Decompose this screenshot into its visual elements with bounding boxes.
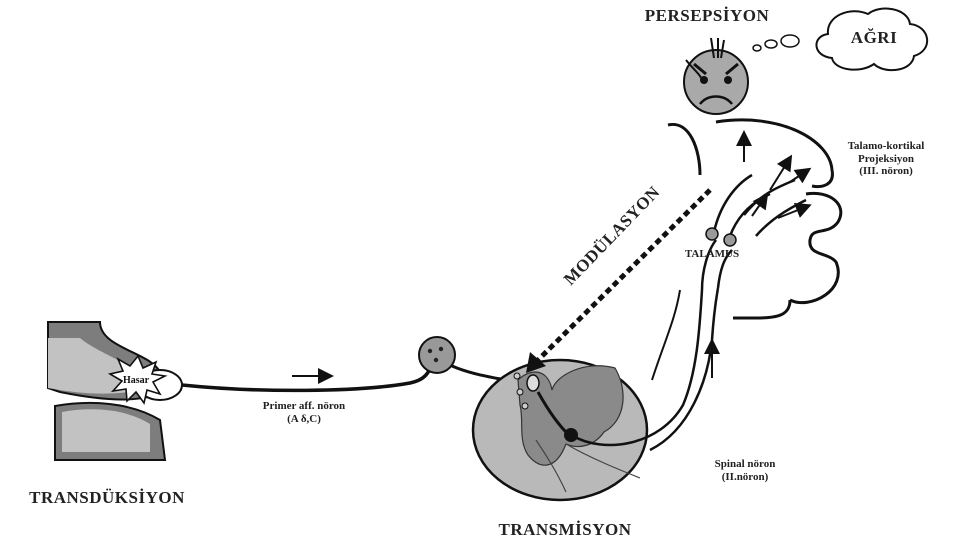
thalamus-nucleus	[706, 228, 718, 240]
thalamocortical-line-3: (III. nöron)	[822, 165, 950, 178]
cortex-arrow	[790, 170, 808, 182]
spinal-cord-section	[473, 360, 647, 500]
cord-outline-right	[652, 290, 680, 380]
thalamus-label: TALAMUS	[660, 248, 764, 261]
pain-label: AĞRI	[836, 28, 912, 48]
angry-face-icon	[684, 38, 748, 114]
dorsal-root-ganglion	[419, 337, 455, 373]
damage-label: Hasar	[123, 375, 150, 386]
spinothalamic-tract-outer	[650, 288, 718, 450]
primary-neuron-line-2: (A δ,C)	[222, 413, 386, 426]
spinal-neuron-line-1: Spinal nöron	[690, 458, 800, 471]
thalamocortical-line-1: Talamo-kortikal	[822, 140, 950, 153]
spinal-neuron-line-2: (II.nöron)	[690, 471, 800, 484]
brain-outline	[668, 120, 841, 318]
thalamocortical-line-2: Projeksiyon	[822, 153, 950, 166]
spinal-neuron-label: Spinal nöron (II.nöron)	[690, 458, 800, 483]
primary-neuron-label: Primer aff. nöron (A δ,C)	[222, 400, 386, 425]
transduction-label: TRANSDÜKSİYON	[2, 488, 212, 508]
primary-neuron-line-1: Primer aff. nöron	[222, 400, 386, 413]
transmission-label: TRANSMİSYON	[470, 520, 660, 540]
thalamus-nucleus	[724, 234, 736, 246]
thalamocortical-label: Talamo-kortikal Projeksiyon (III. nöron)	[822, 140, 950, 178]
perception-title: PERSEPSİYON	[612, 6, 802, 26]
